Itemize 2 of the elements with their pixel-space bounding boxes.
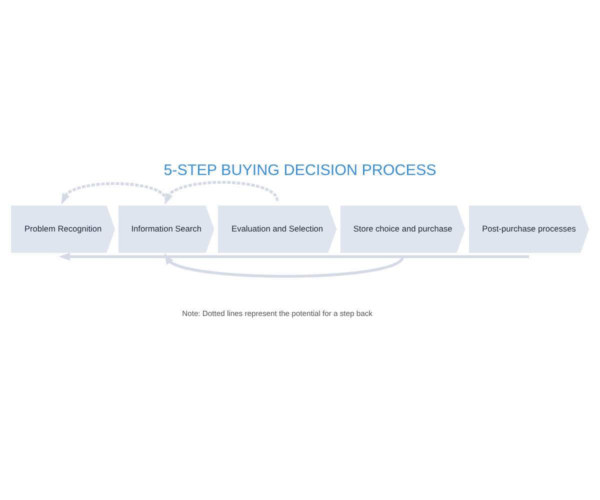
- diagram-title: 5-STEP BUYING DECISION PROCESS: [164, 161, 436, 178]
- caption: Note: Dotted lines represent the potential for a step back: [182, 308, 372, 318]
